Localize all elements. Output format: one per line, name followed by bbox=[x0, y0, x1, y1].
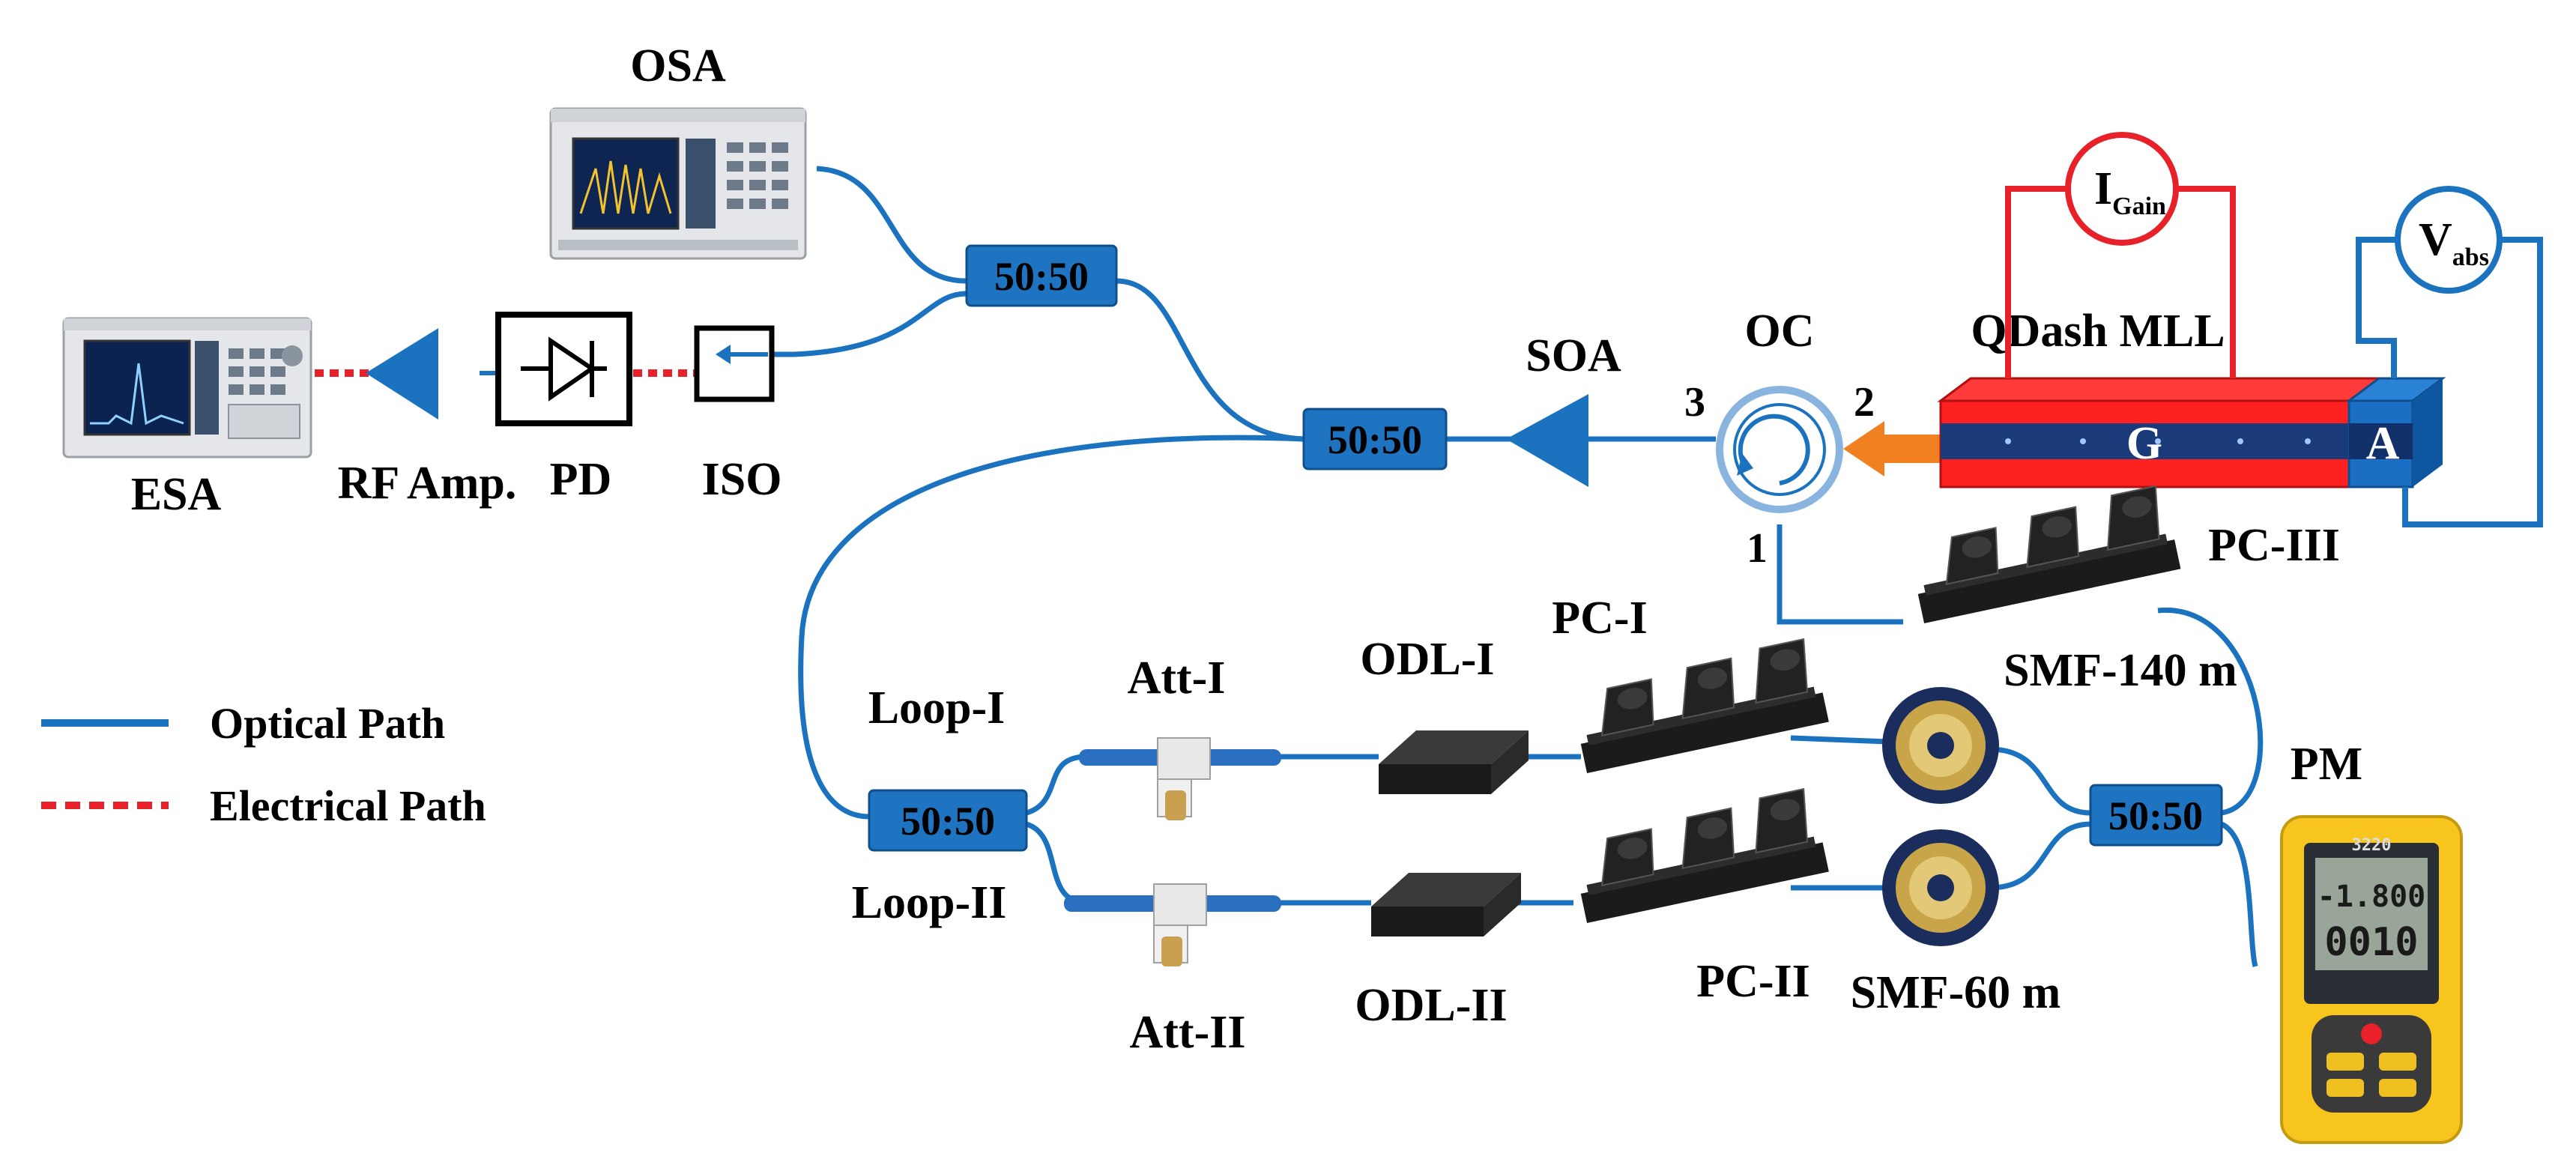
rf-amp-symbol bbox=[366, 328, 438, 420]
smf-140-label: SMF-140 m bbox=[2004, 645, 2237, 696]
fiber-smf60-to-pm-coupler bbox=[1989, 821, 2091, 891]
fiber-top-coupler-to-mid-coupler bbox=[1116, 278, 1304, 442]
fiber-mid-coupler-loop bbox=[798, 435, 1304, 820]
coupler-middle: 50:50 bbox=[1302, 408, 1448, 470]
pc-ii-label: PC-II bbox=[1696, 956, 1810, 1007]
smf-140-spool bbox=[1882, 687, 1999, 804]
pd-label: PD bbox=[550, 454, 612, 505]
esa-instrument bbox=[62, 317, 312, 459]
rf-amp-label: RF Amp. bbox=[338, 458, 517, 509]
pd-symbol bbox=[495, 312, 632, 426]
pm-display-top: 3220 bbox=[2352, 836, 2392, 855]
qdash-mll bbox=[1937, 377, 2446, 488]
oc-port-1: 1 bbox=[1747, 525, 1768, 572]
fiber-pc-iii-to-oc bbox=[1777, 524, 1903, 625]
esa-label: ESA bbox=[131, 469, 222, 520]
att-ii bbox=[1064, 883, 1281, 966]
legend-electrical-label: Electrical Path bbox=[210, 781, 486, 830]
v-abs-label: Vabs bbox=[2419, 214, 2489, 271]
coupler-middle-label: 50:50 bbox=[1328, 417, 1422, 462]
oc-symbol bbox=[1716, 386, 1843, 513]
coupler-loop-label: 50:50 bbox=[901, 799, 995, 844]
osa-instrument bbox=[549, 107, 807, 260]
section-a-label: A bbox=[2366, 418, 2400, 469]
coupler-top-label: 50:50 bbox=[994, 254, 1089, 299]
coupler-pm: 50:50 bbox=[2089, 784, 2223, 847]
soa-label: SOA bbox=[1526, 330, 1621, 381]
odl-ii-label: ODL-II bbox=[1355, 980, 1507, 1031]
att-ii-label: Att-II bbox=[1130, 1007, 1246, 1058]
coupler-top: 50:50 bbox=[965, 244, 1118, 307]
fiber-loop-coupler-to-att-ii bbox=[1025, 821, 1169, 906]
pm-display-line1: -1.800 bbox=[2318, 880, 2426, 914]
odl-i-label: ODL-I bbox=[1360, 634, 1494, 685]
iso-symbol bbox=[694, 325, 775, 402]
pc-iii bbox=[1917, 485, 2181, 624]
fiber-osa-to-top-coupler bbox=[816, 166, 967, 284]
legend: Optical Path Electrical Path bbox=[41, 699, 486, 830]
osa-label: OSA bbox=[630, 40, 726, 91]
pc-iii-label: PC-III bbox=[2208, 520, 2340, 571]
pc-i-label: PC-I bbox=[1552, 593, 1647, 644]
iso-label: ISO bbox=[702, 454, 782, 505]
oc-label: OC bbox=[1745, 306, 1815, 357]
pm-label: PM bbox=[2291, 739, 2362, 790]
smf-60-spool bbox=[1882, 829, 1999, 946]
fiber-pm-coupler-to-pc-iii bbox=[2157, 608, 2264, 816]
loop-i-label: Loop-I bbox=[868, 683, 1006, 733]
odl-i bbox=[1379, 730, 1529, 794]
fiber-top-coupler-to-iso bbox=[731, 291, 967, 357]
qdash-mll-label: QDash MLL bbox=[1971, 306, 2225, 357]
oc-port-3: 3 bbox=[1684, 379, 1705, 426]
pc-i bbox=[1580, 638, 1829, 774]
loop-ii-label: Loop-II bbox=[852, 877, 1007, 928]
fiber-smf140-to-pm-coupler bbox=[1989, 746, 2091, 816]
laser-output-arrow bbox=[1843, 421, 1948, 476]
coupler-pm-label: 50:50 bbox=[2108, 793, 2203, 838]
att-i bbox=[1079, 737, 1281, 820]
fiber-pc-i-to-smf140 bbox=[1790, 735, 1889, 745]
i-gain-circuit bbox=[2005, 132, 2236, 378]
smf-60-label: SMF-60 m bbox=[1851, 967, 2061, 1018]
legend-optical-label: Optical Path bbox=[210, 699, 445, 748]
soa-symbol bbox=[1506, 394, 1588, 487]
coupler-loop: 50:50 bbox=[868, 789, 1028, 852]
v-abs-circuit bbox=[2356, 186, 2543, 527]
power-meter: 3220 -1.800 0010 bbox=[2280, 815, 2463, 1144]
pm-display-line2: 0010 bbox=[2324, 920, 2418, 965]
att-i-label: Att-I bbox=[1128, 653, 1226, 703]
i-gain-label: IGain bbox=[2094, 163, 2166, 220]
odl-ii bbox=[1371, 873, 1521, 936]
pc-ii bbox=[1580, 787, 1829, 924]
fiber-pm-coupler-to-pm bbox=[2220, 821, 2258, 967]
oc-port-2: 2 bbox=[1854, 379, 1875, 426]
section-g-label: G bbox=[2126, 418, 2162, 469]
